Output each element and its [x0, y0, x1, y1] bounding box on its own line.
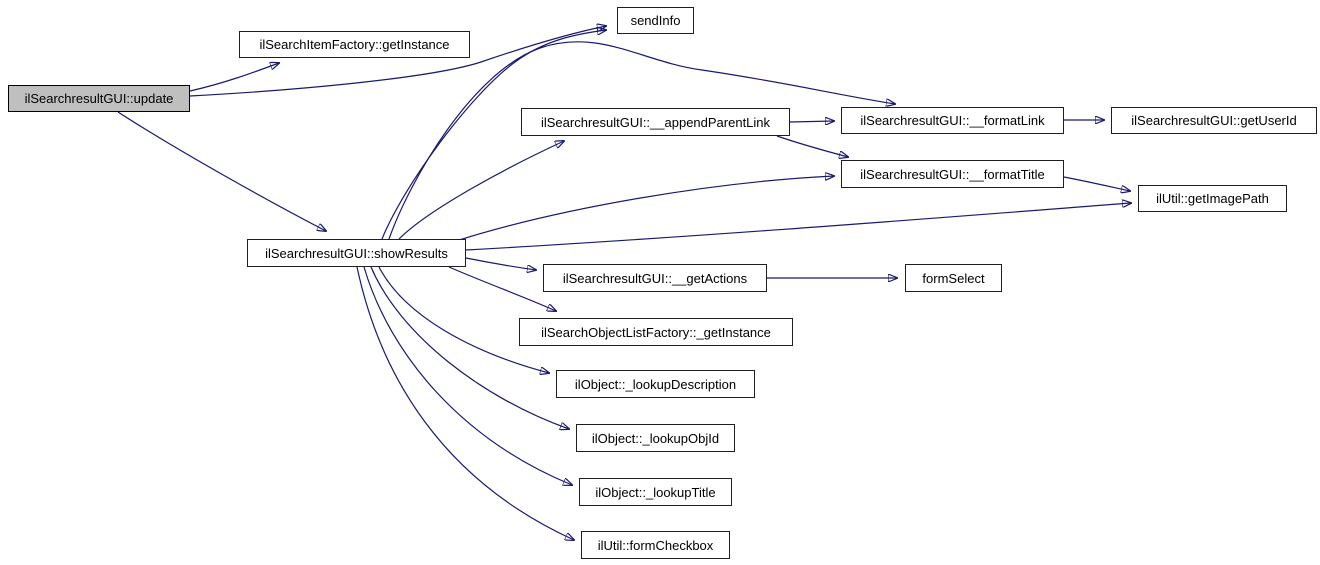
node-form-checkbox[interactable]: ilUtil::formCheckbox — [581, 531, 730, 559]
node-get-user-id[interactable]: ilSearchresultGUI::getUserId — [1111, 107, 1317, 134]
node-send-info[interactable]: sendInfo — [617, 7, 694, 34]
node-format-link[interactable]: ilSearchresultGUI::__formatLink — [841, 107, 1064, 134]
edge-show-results-lookup-title — [363, 266, 572, 485]
edge-append-parent-link-format-link — [789, 121, 834, 122]
edge-update-item-factory-get-instance — [189, 63, 279, 92]
edge-update-send-info — [189, 26, 606, 97]
edge-show-results-send-info — [381, 30, 606, 240]
edge-show-results-list-factory-get-instance — [448, 266, 556, 311]
node-lookup-obj-id[interactable]: ilObject::_lookupObjId — [576, 424, 735, 452]
node-item-factory-get-instance[interactable]: ilSearchItemFactory::getInstance — [239, 31, 470, 58]
node-form-select[interactable]: formSelect — [905, 264, 1002, 292]
node-append-parent-link[interactable]: ilSearchresultGUI::__appendParentLink — [521, 108, 790, 136]
node-show-results[interactable]: ilSearchresultGUI::showResults — [247, 239, 466, 267]
edge-append-parent-link-format-title — [776, 135, 848, 157]
node-lookup-title[interactable]: ilObject::_lookupTitle — [579, 478, 732, 506]
edge-show-results-format-title — [455, 176, 834, 242]
node-lookup-description[interactable]: ilObject::_lookupDescription — [556, 370, 755, 398]
node-list-factory-get-instance[interactable]: ilSearchObjectListFactory::_getInstance — [519, 318, 793, 346]
node-get-actions[interactable]: ilSearchresultGUI::__getActions — [543, 264, 767, 292]
edge-show-results-form-checkbox — [356, 266, 574, 540]
edge-show-results-append-parent-link — [398, 141, 564, 240]
node-get-image-path[interactable]: ilUtil::getImagePath — [1138, 185, 1287, 212]
edge-show-results-get-actions — [465, 257, 536, 270]
edge-show-results-format-link — [388, 41, 895, 240]
edge-format-title-get-image-path — [1063, 176, 1130, 191]
edge-update-show-results — [117, 111, 326, 231]
edge-show-results-get-image-path — [465, 203, 1131, 251]
edge-show-results-lookup-description — [378, 266, 549, 373]
node-update: ilSearchresultGUI::update — [8, 85, 190, 112]
node-format-title[interactable]: ilSearchresultGUI::__formatTitle — [841, 160, 1064, 188]
edge-show-results-lookup-obj-id — [370, 266, 569, 429]
